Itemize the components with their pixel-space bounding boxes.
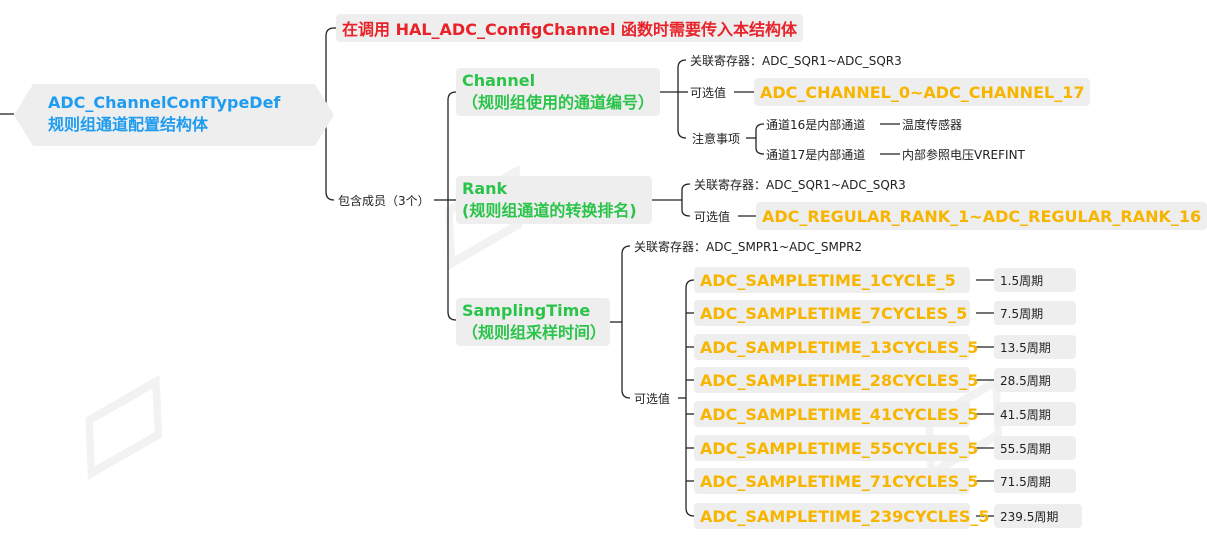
members-label[interactable]: 包含成员（3个） [336,192,432,209]
channel-option-value[interactable]: ADC_CHANNEL_0~ADC_CHANNEL_17 [754,78,1091,106]
sampling-period: 71.5周期 [994,469,1076,493]
sampling-period: 55.5周期 [994,436,1076,460]
channel-note-16: 通道16是内部通道 [764,116,868,133]
sampling-title: SamplingTime [462,301,591,320]
sampling-option[interactable]: ADC_SAMPLETIME_7CYCLES_5 [694,300,970,326]
channel-subtitle: （规则组使用的通道编号） [462,93,655,112]
sampling-period: 28.5周期 [994,368,1076,392]
channel-register: 关联寄存器：ADC_SQR1~ADC_SQR3 [688,52,904,69]
rank-option-label: 可选值 [692,208,733,225]
channel-node[interactable]: Channel （规则组使用的通道编号） [456,68,660,116]
sampling-register: 关联寄存器：ADC_SMPR1~ADC_SMPR2 [632,238,865,255]
note-node[interactable]: 在调用 HAL_ADC_ConfigChannel 函数时需要传入本结构体 [336,14,804,42]
rank-register: 关联寄存器：ADC_SQR1~ADC_SQR3 [692,176,908,193]
sampling-node[interactable]: SamplingTime （规则组采样时间） [456,298,610,346]
rank-option-value[interactable]: ADC_REGULAR_RANK_1~ADC_REGULAR_RANK_16 [756,202,1207,230]
sampling-option[interactable]: ADC_SAMPLETIME_239CYCLES_5 [694,503,989,529]
rank-subtitle: (规则组通道的转换排名) [462,201,637,220]
channel-note-17-desc: 内部参照电压VREFINT [900,146,1027,163]
channel-note-16-desc: 温度传感器 [900,116,965,133]
root-title: ADC_ChannelConfTypeDef [48,93,281,112]
sampling-option[interactable]: ADC_SAMPLETIME_41CYCLES_5 [694,401,978,427]
root-subtitle: 规则组通道配置结构体 [48,115,209,134]
channel-title: Channel [462,71,536,90]
sampling-period: 7.5周期 [994,301,1076,325]
channel-note-17: 通道17是内部通道 [764,146,868,163]
sampling-subtitle: （规则组采样时间） [462,323,607,342]
sampling-option[interactable]: ADC_SAMPLETIME_55CYCLES_5 [694,435,978,461]
sampling-option-label: 可选值 [632,390,673,407]
sampling-period: 1.5周期 [994,268,1076,292]
sampling-option[interactable]: ADC_SAMPLETIME_28CYCLES_5 [694,367,978,393]
sampling-period: 41.5周期 [994,402,1076,426]
channel-option-label: 可选值 [688,84,729,101]
rank-title: Rank [462,179,508,198]
sampling-period: 13.5周期 [994,335,1076,359]
sampling-period: 239.5周期 [994,504,1082,528]
sampling-option[interactable]: ADC_SAMPLETIME_1CYCLE_5 [694,267,970,293]
rank-node[interactable]: Rank (规则组通道的转换排名) [456,176,652,224]
sampling-option[interactable]: ADC_SAMPLETIME_13CYCLES_5 [694,334,978,360]
channel-notes-label: 注意事项 [690,130,743,147]
root-node[interactable]: ADC_ChannelConfTypeDef 规则组通道配置结构体 [14,84,334,146]
sampling-option[interactable]: ADC_SAMPLETIME_71CYCLES_5 [694,468,978,494]
